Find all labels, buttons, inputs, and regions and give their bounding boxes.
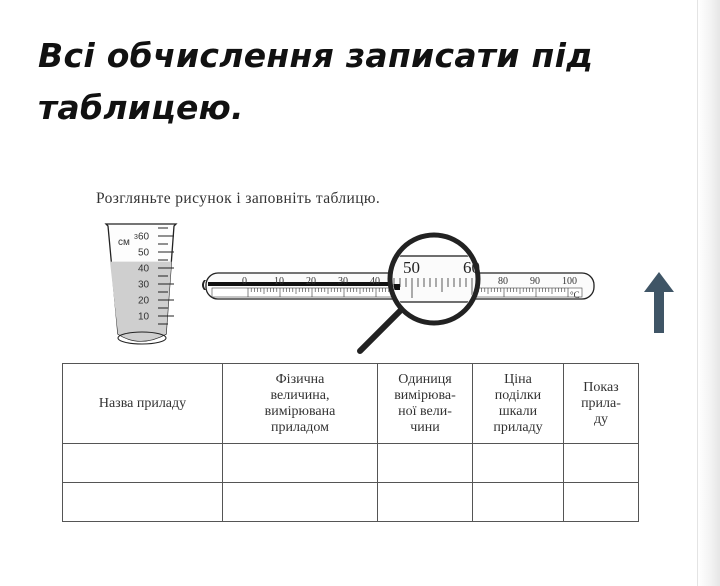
page-heading: Всі обчислення записати під таблицею.: [38, 36, 594, 127]
beaker-tick-label: 30: [138, 280, 150, 291]
thermometer-scale-label: 80: [498, 276, 508, 287]
beaker-unit-exponent: 3: [134, 234, 138, 241]
beaker-unit-label: см: [118, 237, 130, 248]
thermometer-scale-label: 20: [306, 276, 316, 287]
header-unit: Одиниця вимірюва- ної вели- чини: [377, 363, 473, 444]
table-cell[interactable]: [472, 482, 564, 522]
header-device-name: Назва приладу: [62, 363, 223, 444]
thermometer-scale-label: 100: [562, 276, 577, 287]
table-cell[interactable]: [222, 482, 378, 522]
thermometer-scale-label: 90: [530, 276, 540, 287]
beaker-tick-label: 40: [138, 264, 150, 275]
thermometer-unit-label: °C: [570, 290, 580, 300]
table-header-row: Назва приладу Фізична величина, вимірюва…: [62, 363, 639, 444]
thermometer-scale-label: 0: [242, 276, 247, 287]
table-cell[interactable]: [563, 482, 639, 522]
thermometer-scale-label: 40: [370, 276, 380, 287]
table-cell[interactable]: [222, 443, 378, 483]
beaker-tick-label: 20: [138, 296, 150, 307]
header-division-value: Ціна поділки шкали приладу: [472, 363, 564, 444]
table-cell[interactable]: [563, 443, 639, 483]
header-reading: Показ прила- ду: [563, 363, 639, 444]
table-cell[interactable]: [472, 443, 564, 483]
beaker-tick-label: 50: [138, 248, 150, 259]
arrow-up-icon[interactable]: [640, 270, 678, 336]
scrollbar-edge: [697, 0, 720, 586]
table-cell[interactable]: [62, 443, 223, 483]
thermometer-scale-label: 10: [274, 276, 284, 287]
magnifier: [357, 232, 481, 354]
header-physical-quantity: Фізична величина, вимірювана приладом: [222, 363, 378, 444]
figure-caption: Розгляньте рисунок і заповніть таблицю.: [96, 190, 381, 207]
table-row: [62, 443, 639, 483]
measuring-beaker: [104, 223, 178, 345]
table-cell[interactable]: [62, 482, 223, 522]
data-table: Назва приладу Фізична величина, вимірюва…: [62, 363, 639, 522]
table-row: [62, 482, 639, 522]
magnified-scale-label: 60: [463, 258, 480, 277]
beaker-tick-label: 60: [138, 232, 150, 243]
table-cell[interactable]: [377, 482, 473, 522]
beaker-tick-label: 10: [138, 312, 150, 323]
magnified-scale-label: 50: [403, 258, 420, 277]
table-cell[interactable]: [377, 443, 473, 483]
thermometer-scale-label: 30: [338, 276, 348, 287]
